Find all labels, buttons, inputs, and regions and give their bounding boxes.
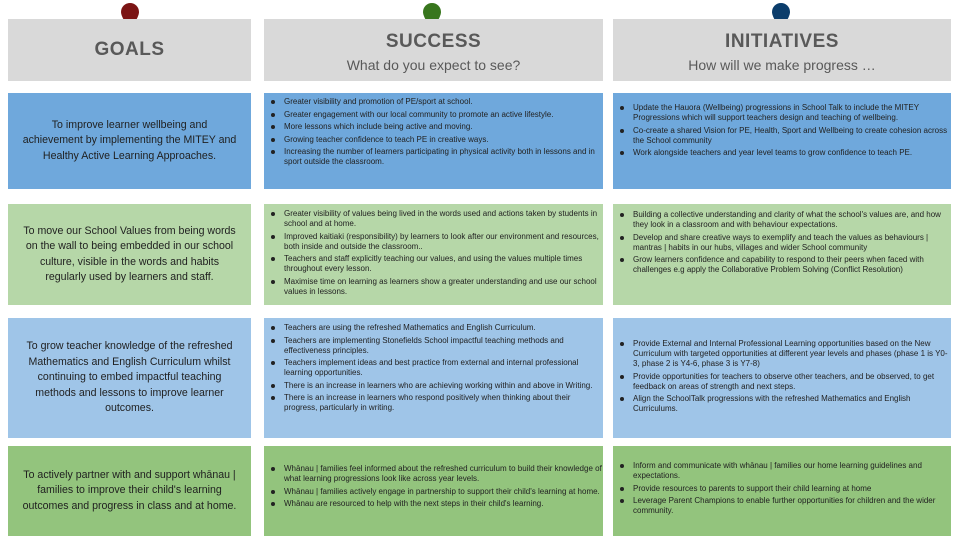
initiatives-cell-curriculum: Provide External and Internal Profession… <box>613 318 951 438</box>
list-item: Develop and share creative ways to exemp… <box>620 233 951 253</box>
list-item: Teachers are using the refreshed Mathema… <box>271 323 603 333</box>
initiatives-list: Update the Hauora (Wellbeing) progressio… <box>613 103 951 158</box>
initiatives-list: Inform and communicate with whānau | fam… <box>613 461 951 516</box>
list-item: Increasing the number of learners partic… <box>271 147 603 167</box>
list-item: Co-create a shared Vision for PE, Health… <box>620 126 951 146</box>
list-item: Provide External and Internal Profession… <box>620 339 951 369</box>
goal-cell-curriculum: To grow teacher knowledge of the refresh… <box>8 318 251 438</box>
success-list: Whānau | families feel informed about th… <box>264 464 603 509</box>
list-item: There is an increase in learners who are… <box>271 381 603 391</box>
initiatives-cell-values: Building a collective understanding and … <box>613 204 951 305</box>
goal-text: To move our School Values from being wor… <box>23 224 236 284</box>
column-subtitle: How will we make progress … <box>688 57 876 73</box>
header-goals: GOALS <box>8 19 251 81</box>
list-item: More lessons which include being active … <box>271 122 603 132</box>
list-item: Leverage Parent Champions to enable furt… <box>620 496 951 516</box>
list-item: Greater visibility of values being lived… <box>271 209 603 229</box>
success-cell-values: Greater visibility of values being lived… <box>264 204 603 305</box>
list-item: Maximise time on learning as learners sh… <box>271 277 603 297</box>
list-item: Provide resources to parents to support … <box>620 484 951 494</box>
list-item: Work alongside teachers and year level t… <box>620 148 951 158</box>
success-list: Teachers are using the refreshed Mathema… <box>264 323 603 413</box>
success-list: Greater visibility and promotion of PE/s… <box>264 97 603 167</box>
list-item: Whānau | families actively engage in par… <box>271 487 603 497</box>
list-item: Teachers are implementing Stonefields Sc… <box>271 336 603 356</box>
list-item: Update the Hauora (Wellbeing) progressio… <box>620 103 951 123</box>
list-item: Building a collective understanding and … <box>620 210 951 230</box>
goal-text: To actively partner with and support whā… <box>22 468 237 512</box>
list-item: Greater engagement with our local commun… <box>271 110 603 120</box>
goal-cell-whanau: To actively partner with and support whā… <box>8 446 251 536</box>
header-success: SUCCESS What do you expect to see? <box>264 19 603 81</box>
column-title: GOALS <box>94 39 165 60</box>
list-item: Improved kaitiaki (responsibility) by le… <box>271 232 603 252</box>
list-item: Teachers and staff explicitly teaching o… <box>271 254 603 274</box>
goal-text: To grow teacher knowledge of the refresh… <box>26 340 233 415</box>
column-title: INITIATIVES <box>725 31 839 52</box>
list-item: Growing teacher confidence to teach PE i… <box>271 135 603 145</box>
list-item: Whānau | families feel informed about th… <box>271 464 602 483</box>
column-title: SUCCESS <box>385 31 482 52</box>
column-subtitle: What do you expect to see? <box>346 57 521 73</box>
goal-cell-wellbeing: To improve learner wellbeing and achieve… <box>8 93 251 189</box>
goal-cell-values: To move our School Values from being wor… <box>8 204 251 305</box>
initiatives-list: Building a collective understanding and … <box>613 210 951 275</box>
list-item: Align the SchoolTalk progressions with t… <box>620 394 951 414</box>
list-item: Whānau are resourced to help with the ne… <box>271 499 603 509</box>
goal-text: To improve learner wellbeing and achieve… <box>22 118 237 162</box>
initiatives-cell-whanau: Inform and communicate with whānau | fam… <box>613 446 951 536</box>
list-item: There is an increase in learners who res… <box>271 393 603 413</box>
list-item: Grow learners confidence and capability … <box>620 255 951 275</box>
success-cell-wellbeing: Greater visibility and promotion of PE/s… <box>264 93 603 189</box>
success-list: Greater visibility of values being lived… <box>264 209 603 297</box>
header-initiatives: INITIATIVES How will we make progress … <box>613 19 951 81</box>
list-item: Greater visibility and promotion of PE/s… <box>271 97 603 107</box>
list-item: Teachers implement ideas and best practi… <box>271 358 603 378</box>
success-cell-curriculum: Teachers are using the refreshed Mathema… <box>264 318 603 438</box>
list-item: Inform and communicate with whānau | fam… <box>620 461 951 481</box>
initiatives-cell-wellbeing: Update the Hauora (Wellbeing) progressio… <box>613 93 951 189</box>
list-item: Provide opportunities for teachers to ob… <box>620 372 951 392</box>
success-cell-whanau: Whānau | families feel informed about th… <box>264 446 603 536</box>
initiatives-list: Provide External and Internal Profession… <box>613 339 951 414</box>
